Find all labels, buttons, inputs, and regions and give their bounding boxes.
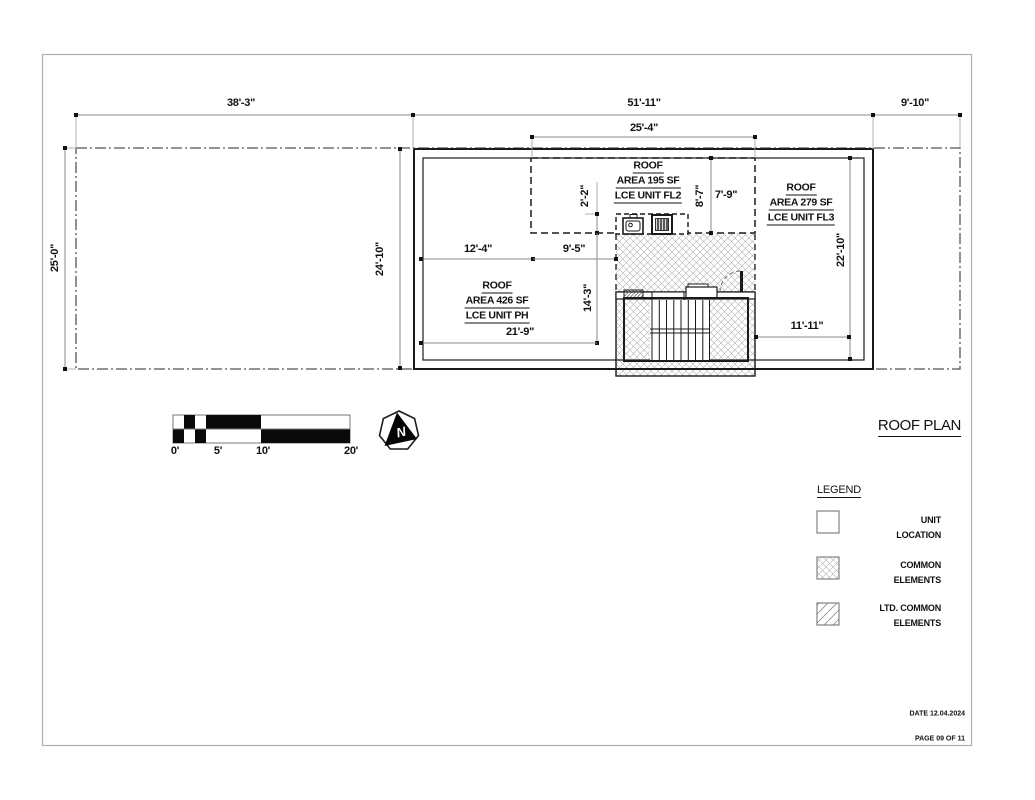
scale-bar-graphic bbox=[172, 414, 351, 444]
extension-lines bbox=[65, 116, 961, 370]
dimension-lines bbox=[63, 113, 962, 371]
sink-icon bbox=[622, 214, 644, 235]
door-swing bbox=[719, 270, 743, 293]
page-border bbox=[41, 53, 973, 747]
legend-swatch-ltd-common-elements bbox=[816, 602, 840, 626]
legend-swatch-common-elements bbox=[816, 556, 840, 580]
stair-treads bbox=[651, 300, 710, 360]
legend-swatches bbox=[816, 510, 840, 626]
vent-icon bbox=[651, 214, 673, 235]
legend-swatch-unit-location bbox=[816, 510, 840, 534]
roof-equipment bbox=[615, 213, 689, 235]
stairwell bbox=[615, 283, 756, 362]
north-arrow-icon bbox=[378, 410, 420, 450]
